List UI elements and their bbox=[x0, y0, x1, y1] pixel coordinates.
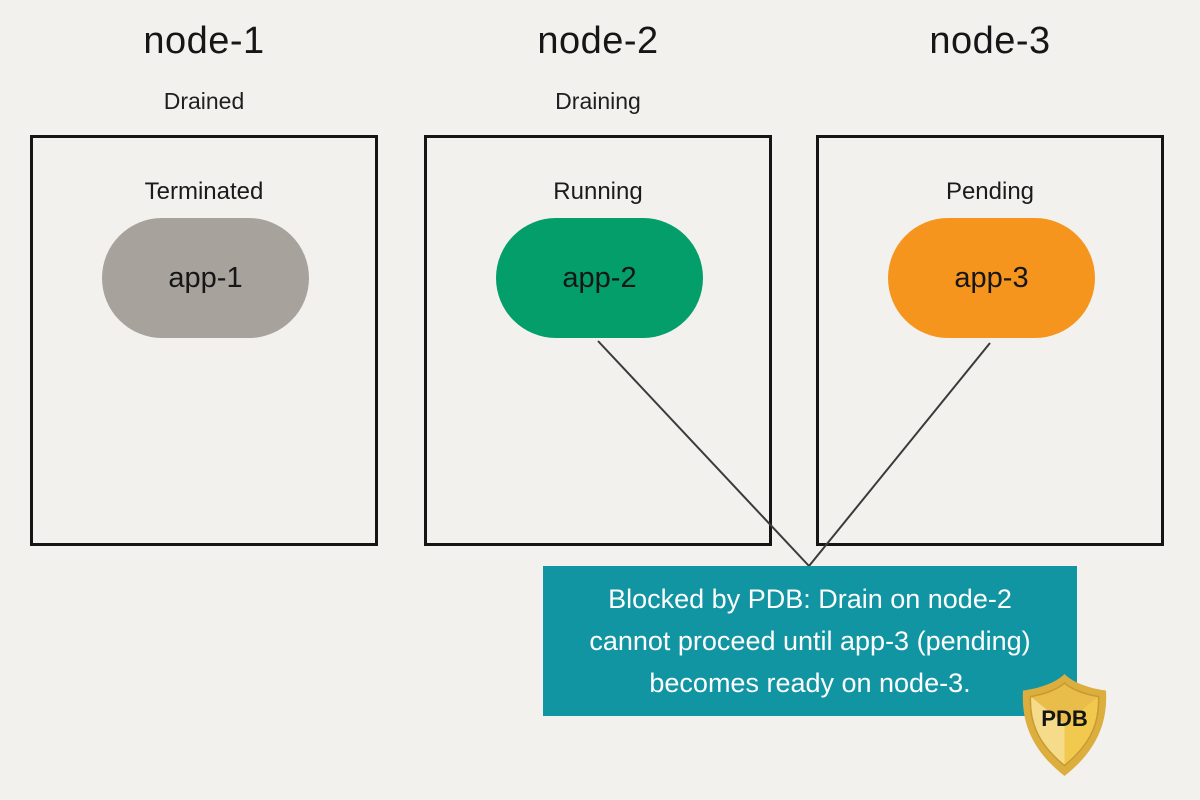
callout-text-line-1: Blocked by PDB: Drain on node-2 bbox=[608, 584, 1012, 614]
pod-app-2: app-2 bbox=[496, 218, 703, 338]
pod-app-3: app-3 bbox=[888, 218, 1095, 338]
pod-app-1-label: app-1 bbox=[168, 261, 243, 294]
pdb-badge-label: PDB bbox=[1041, 706, 1087, 731]
pod-app-2-label: app-2 bbox=[562, 261, 637, 294]
pod-app-3-label: app-3 bbox=[954, 261, 1029, 294]
node-3-group: node-3 Pending app-3 bbox=[816, 0, 1164, 560]
pod-state-pending: Pending bbox=[945, 178, 1035, 205]
node-1-box: Terminated app-1 bbox=[30, 135, 378, 546]
pod-app-1: app-1 bbox=[102, 218, 309, 338]
shield-facet-top bbox=[1030, 683, 1099, 724]
callout-text-line-2: cannot proceed until app-3 (pending) bbox=[589, 626, 1031, 656]
node-2-title: node-2 bbox=[537, 20, 659, 62]
node-3-title: node-3 bbox=[929, 20, 1051, 62]
pod-state-terminated: Terminated bbox=[144, 178, 264, 205]
callout-text-line-3: becomes ready on node-3. bbox=[649, 668, 971, 698]
node-1-group: node-1 Drained Terminated app-1 bbox=[30, 0, 378, 560]
node-2-status: Draining bbox=[555, 88, 641, 114]
shield-inner-outline bbox=[1029, 681, 1100, 767]
node-2-box: Running app-2 bbox=[424, 135, 772, 546]
node-1-status: Drained bbox=[163, 88, 245, 114]
pdb-blocked-callout: Blocked by PDB: Drain on node-2 cannot p… bbox=[543, 566, 1077, 716]
pdb-shield-icon: PDB bbox=[1022, 674, 1107, 776]
pod-state-running: Running bbox=[553, 178, 643, 205]
node-3-box: Pending app-3 bbox=[816, 135, 1164, 546]
node-1-title: node-1 bbox=[143, 20, 265, 62]
node-2-group: node-2 Draining Running app-2 bbox=[424, 0, 772, 560]
